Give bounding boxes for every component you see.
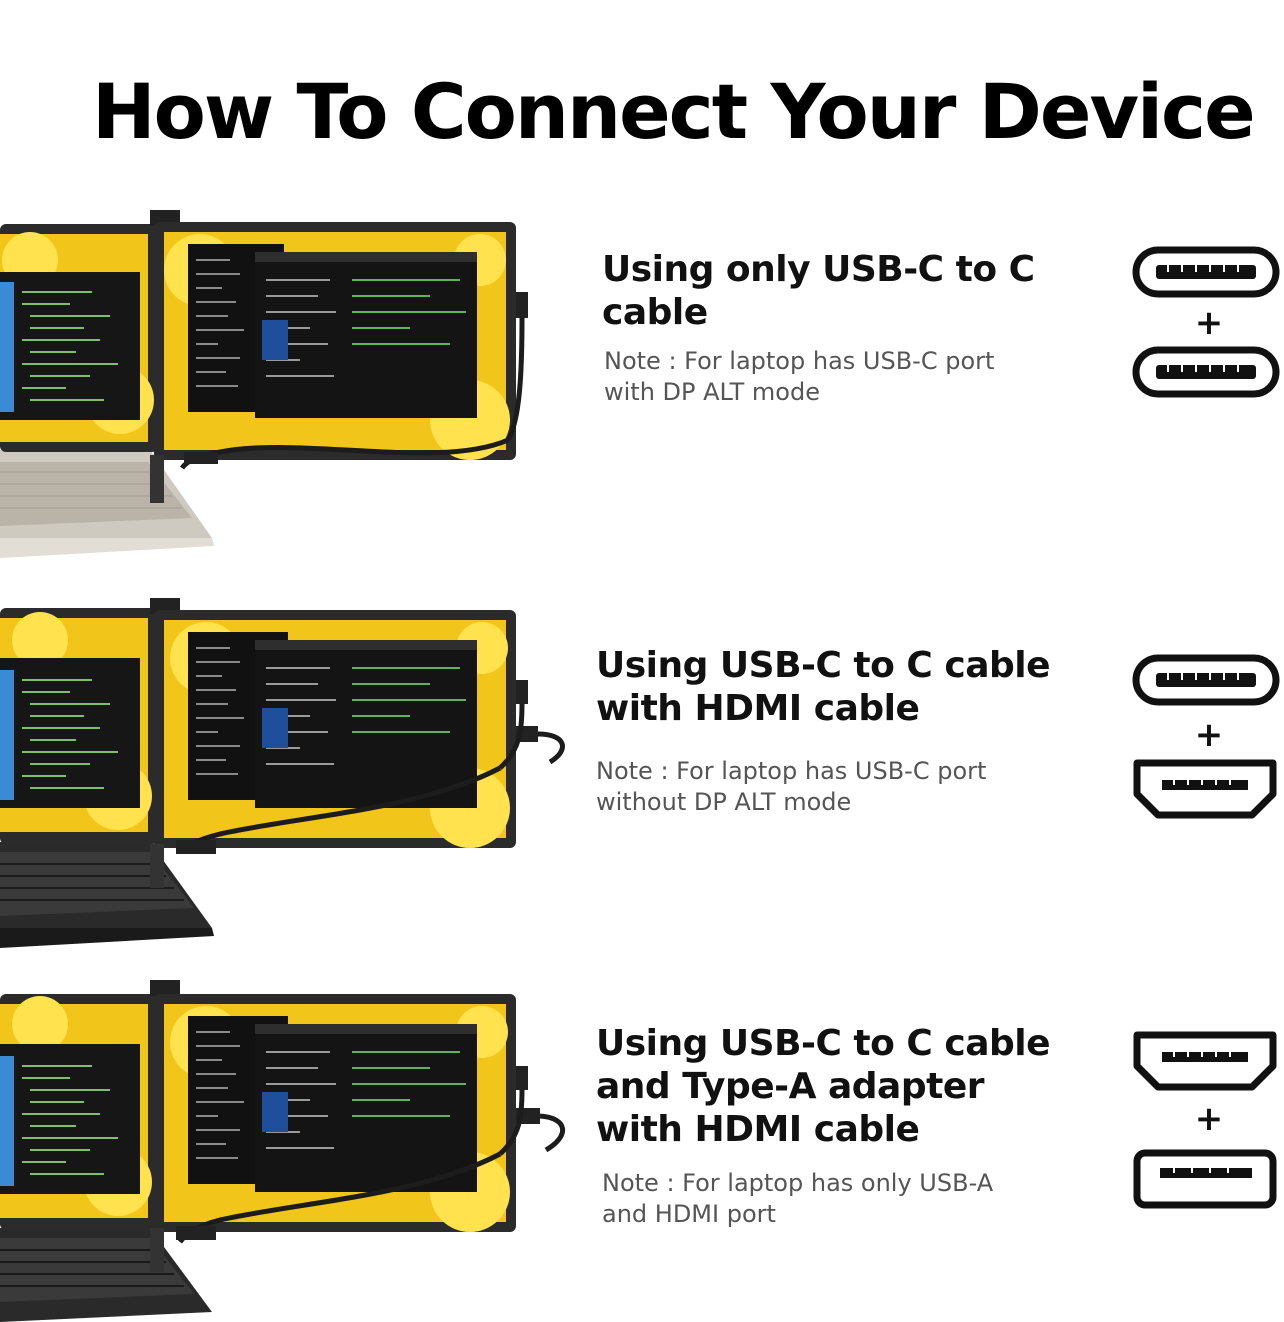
usb-a-port-icon — [1133, 1149, 1277, 1209]
port-icons: + — [1132, 1030, 1284, 1210]
option-heading: Using only USB-C to C cable — [602, 249, 1035, 333]
port-icons: + — [1132, 654, 1284, 824]
option-heading: Using USB-C to C cable and Type-A adapte… — [596, 1023, 1051, 1150]
usb-c-port-icon — [1132, 246, 1280, 298]
usb-c-port-icon — [1132, 346, 1280, 398]
usb-c-port-icon — [1132, 654, 1280, 706]
laptop-with-portable-monitor-illustration — [0, 980, 566, 1322]
plus-sign: + — [1194, 303, 1224, 343]
laptop-with-portable-monitor-illustration — [0, 210, 528, 558]
port-icons: + — [1132, 246, 1284, 406]
plus-sign: + — [1194, 1099, 1224, 1139]
option-heading: Using USB-C to C cable with HDMI cable — [596, 645, 1051, 729]
page-title: How To Connect Your Device — [92, 67, 1256, 156]
hdmi-port-icon — [1133, 1031, 1277, 1091]
plus-sign: + — [1194, 715, 1224, 755]
option-note: Note : For laptop has USB-C port with DP… — [604, 347, 995, 406]
option-note: Note : For laptop has USB-C port without… — [596, 757, 987, 816]
option-note: Note : For laptop has only USB-A and HDM… — [602, 1169, 994, 1228]
connection-option-usb-c-only: Using only USB-C to C cable Note : For l… — [0, 200, 1284, 570]
laptop-with-portable-monitor-illustration — [0, 598, 565, 948]
connection-option-usb-c-with-hdmi: Using USB-C to C cable with HDMI cable N… — [0, 590, 1284, 960]
hdmi-port-icon — [1133, 759, 1277, 819]
connection-option-usb-c-type-a-hdmi: Using USB-C to C cable and Type-A adapte… — [0, 972, 1284, 1322]
